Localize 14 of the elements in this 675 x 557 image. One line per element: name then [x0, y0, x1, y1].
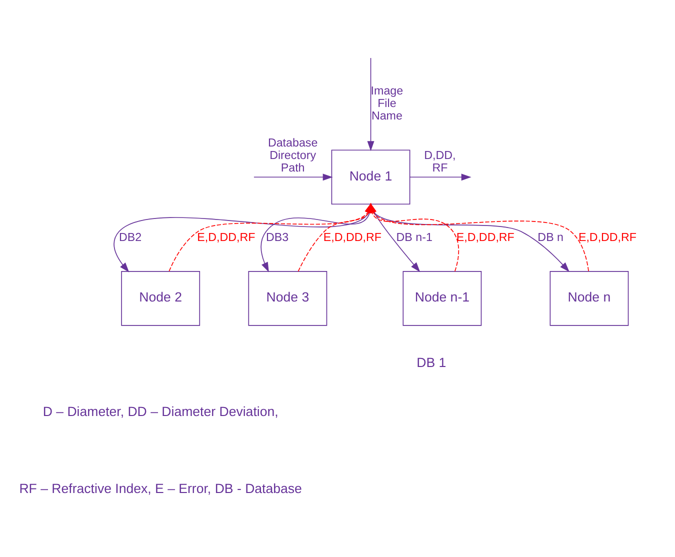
edge-label: Database Directory Path [268, 136, 318, 174]
edge-label: DB n [538, 230, 564, 244]
edge-label: E,D,DD,RF [197, 230, 256, 244]
edge-label: DB2 [118, 230, 142, 244]
label: RF – Refractive Index, E – Error, DB - Database [19, 480, 302, 496]
edge-label: E,D,DD,RF [323, 230, 382, 244]
edge-label: DB3 [266, 230, 289, 244]
label: D – Diameter, DD – Diameter Deviation, [42, 403, 278, 418]
edge-label: Image File Name [370, 84, 404, 122]
edge-label: D,DD, RF [424, 148, 456, 174]
edge-label: DB n-1 [396, 230, 432, 244]
edge-label: E,D,DD,RF [578, 230, 637, 244]
edge-label: E,D,DD,RF [456, 230, 514, 244]
label: DB 1 [416, 354, 446, 370]
